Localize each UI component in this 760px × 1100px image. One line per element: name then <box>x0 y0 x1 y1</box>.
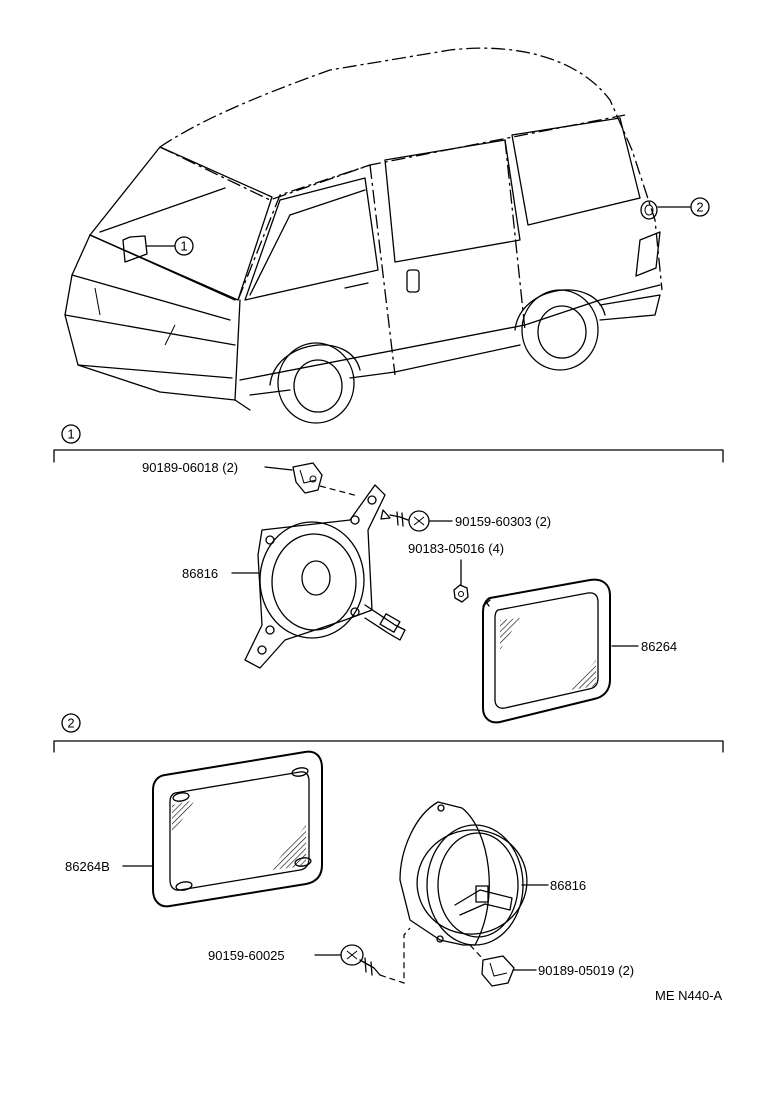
section-1: 1 90189-06018 (2) 86816 <box>53 424 724 724</box>
part-label-90183-05016: 90183-05016 (4) <box>408 541 504 556</box>
grille-86264b-icon <box>152 750 323 908</box>
callout-1[interactable]: 1 <box>146 236 194 256</box>
rear-speaker-location-icon <box>640 200 658 220</box>
screw-90159-60303-icon <box>380 509 430 532</box>
rear-speaker-86816-icon <box>399 801 528 946</box>
section-1-marker-number: 1 <box>67 427 74 442</box>
part-label-90189-05019: 90189-05019 (2) <box>538 963 634 978</box>
callout-1-number: 1 <box>180 239 187 254</box>
section-2-marker-number: 2 <box>67 716 74 731</box>
front-speaker-86816-icon <box>244 484 406 669</box>
section-2-marker: 2 <box>61 713 81 733</box>
part-label-90189-06018: 90189-06018 (2) <box>142 460 238 475</box>
part-label-86264b: 86264B <box>65 859 110 874</box>
nut-90183-05016-icon <box>453 584 469 603</box>
part-label-90159-60303: 90159-60303 (2) <box>455 514 551 529</box>
clip-90189-06018-icon <box>292 462 323 494</box>
section-1-bracket <box>53 449 724 463</box>
front-speaker-location-icon <box>122 235 148 263</box>
section-2: 2 86264B 86816 <box>53 713 724 987</box>
part-label-90159-60025: 90159-60025 <box>208 948 285 963</box>
callout-2[interactable]: 2 <box>657 197 710 217</box>
van-illustration <box>64 47 663 424</box>
part-label-86816-front: 86816 <box>182 566 218 581</box>
section-1-marker: 1 <box>61 424 81 444</box>
part-label-86264: 86264 <box>641 639 677 654</box>
part-label-86816-rear: 86816 <box>550 878 586 893</box>
grille-86264-icon <box>482 578 611 724</box>
section-2-bracket <box>53 740 724 753</box>
callout-2-number: 2 <box>696 200 703 215</box>
clip-90189-05019-icon <box>481 955 515 987</box>
figure-code: ME N440-A <box>655 988 723 1003</box>
screw-90159-60025-icon <box>340 944 381 976</box>
